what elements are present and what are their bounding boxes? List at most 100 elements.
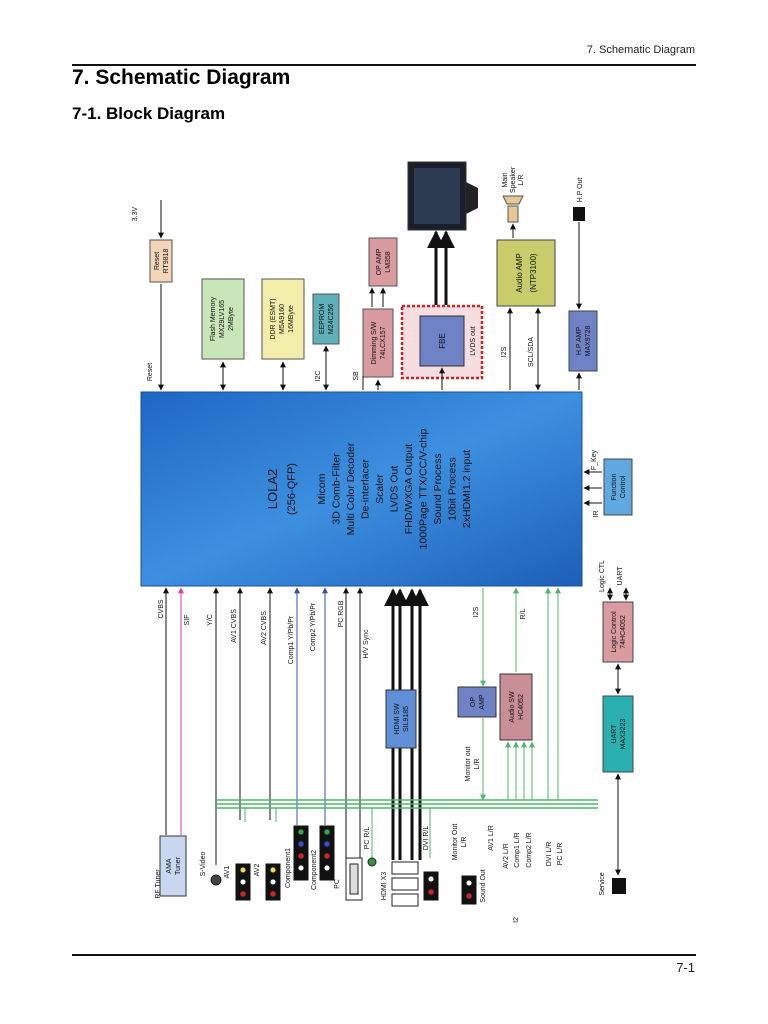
svg-text:LVDS out: LVDS out bbox=[470, 326, 477, 355]
svg-text:74LCX157: 74LCX157 bbox=[380, 326, 387, 359]
page-title: 7. Schematic Diagram bbox=[72, 66, 291, 89]
av2-lr-label: AV2 L/R bbox=[503, 843, 510, 869]
jack bbox=[297, 864, 305, 872]
page-number: 7-1 bbox=[676, 960, 695, 975]
svg-text:H.P AMP: H.P AMP bbox=[576, 327, 583, 356]
jack bbox=[239, 866, 247, 874]
hdmi-connector bbox=[391, 861, 419, 875]
jack bbox=[297, 828, 305, 836]
chip-feature: 2xHDMI1.2 input bbox=[461, 450, 473, 528]
footer-rule bbox=[72, 954, 696, 956]
logic-control-block: Logic Control 74HC4052 bbox=[602, 601, 634, 663]
jack bbox=[465, 879, 473, 887]
svg-text:EEPROM: EEPROM bbox=[319, 304, 326, 335]
svg-text:Reset: Reset bbox=[154, 252, 161, 270]
svg-text:2MByte: 2MByte bbox=[228, 307, 235, 331]
uart-block: UART MAX3223 bbox=[602, 695, 634, 773]
tv-panel-icon bbox=[407, 161, 478, 231]
speaker-icon bbox=[502, 195, 524, 223]
rf-tuner: AMA Tuner bbox=[159, 835, 187, 897]
uart-signal-label: UART bbox=[617, 566, 624, 586]
jack bbox=[269, 866, 277, 874]
audio-amp-block: Audio AMP (NTP3100) bbox=[496, 239, 556, 307]
monitor-out-lr-label: Monitor out bbox=[465, 746, 472, 781]
comp2-label: Comp2 Y/Pb/Pr bbox=[310, 602, 317, 651]
jack bbox=[323, 852, 331, 860]
chip-feature: Multi Color Decoder bbox=[345, 442, 357, 535]
svg-text:M24C256: M24C256 bbox=[328, 304, 335, 334]
svg-text:Main: Main bbox=[502, 172, 509, 187]
monitor-out-label: Monitor Out bbox=[452, 824, 459, 861]
av1-cvbs-label: AV1 CVBS bbox=[231, 609, 238, 643]
audio-switch-block: Audio SW HC4052 bbox=[499, 673, 533, 741]
hdmi-x3-label: HDMI X3 bbox=[381, 872, 388, 901]
svg-text:Service: Service bbox=[599, 872, 606, 895]
jack bbox=[427, 875, 435, 883]
green-audio-bus bbox=[215, 799, 598, 809]
hdmi-connector bbox=[391, 877, 419, 891]
chip-feature: De-interlacer bbox=[360, 458, 372, 519]
svg-text:H.P Out: H.P Out bbox=[577, 178, 584, 203]
component2-label: Component2 bbox=[311, 850, 318, 890]
hv-sync-label: H/V Sync bbox=[363, 629, 370, 659]
i2s-bottom-label: I2S bbox=[473, 606, 480, 617]
jack bbox=[323, 840, 331, 848]
svg-text:HDMI SW: HDMI SW bbox=[394, 703, 401, 735]
jack bbox=[297, 852, 305, 860]
main-speaker-label: Main Speaker L/R bbox=[502, 166, 525, 193]
pc-lr-label: PC L/R bbox=[557, 843, 564, 866]
av2-label: AV2 bbox=[254, 864, 261, 877]
i2s-top-label: I2S bbox=[501, 346, 508, 357]
jack bbox=[269, 878, 277, 886]
sb-label: SB bbox=[353, 371, 360, 381]
scl-sda-label: SCL/SDA bbox=[528, 337, 535, 367]
svg-text:Logic Control: Logic Control bbox=[611, 611, 618, 653]
chip-feature: 10bit Process bbox=[447, 457, 459, 521]
svg-text:16MByte: 16MByte bbox=[288, 305, 295, 333]
comp1-lr-label: Comp1 L/R bbox=[514, 832, 521, 867]
svg-text:MAX9728: MAX9728 bbox=[585, 326, 592, 357]
svg-text:FBE: FBE bbox=[438, 333, 447, 349]
comp1-label: Comp1 Y/Pb/Pr bbox=[288, 615, 295, 664]
op-amp-top-block: OP AMP LM358 bbox=[368, 237, 398, 287]
jack bbox=[323, 864, 331, 872]
svg-text:L/R: L/R bbox=[518, 175, 525, 186]
ddr-block: DDR (ESMT) M5A9160 16MByte bbox=[261, 278, 305, 360]
header-rule bbox=[72, 64, 696, 66]
svg-text:AMA: AMA bbox=[166, 858, 173, 874]
hdmi-switch-block: HDMI SW SIL9185 bbox=[385, 689, 417, 749]
hp-amp-block: H.P AMP MAX9728 bbox=[568, 310, 598, 372]
svg-text:M5A9160: M5A9160 bbox=[279, 304, 286, 334]
ir-label: IR bbox=[593, 511, 600, 518]
dimming-block: Dimming S/W 74LCX157 bbox=[362, 308, 394, 378]
input-connectors bbox=[210, 825, 477, 907]
svg-text:Flash Memory: Flash Memory bbox=[210, 296, 217, 341]
jack bbox=[323, 828, 331, 836]
chip-package: (256-QFP) bbox=[286, 463, 298, 515]
jack bbox=[269, 890, 277, 898]
lvds-group: FBE LVDS out bbox=[400, 304, 484, 380]
svg-text:Audio AMP: Audio AMP bbox=[515, 253, 524, 293]
svg-text:74HC4052: 74HC4052 bbox=[620, 615, 627, 649]
chip-feature: FHD/WXGA Output bbox=[403, 444, 415, 535]
hp-out-jack: H.P Out bbox=[573, 178, 585, 221]
yc-label: Y/C bbox=[207, 614, 214, 626]
svg-text:Tuner: Tuner bbox=[175, 856, 182, 875]
svg-text:Control: Control bbox=[620, 475, 627, 498]
svg-text:OP AMP: OP AMP bbox=[376, 248, 383, 275]
component1-label: Component1 bbox=[285, 848, 292, 888]
rl-label: R/L bbox=[520, 608, 527, 619]
svg-text:MX29LV165: MX29LV165 bbox=[219, 300, 226, 338]
svg-text:Speaker: Speaker bbox=[510, 166, 517, 193]
pc-label: PC bbox=[334, 879, 341, 889]
f-key-label: F_Key bbox=[591, 449, 598, 470]
running-header: 7. Schematic Diagram bbox=[586, 44, 695, 56]
flash-memory-block: Flash Memory MX29LV165 2MByte bbox=[201, 278, 245, 360]
svg-text:UART: UART bbox=[611, 724, 618, 744]
rf-tuner-label: RF Tuner bbox=[155, 869, 162, 899]
logic-ctl-label: Logic CTL bbox=[599, 560, 606, 592]
chip-feature: Sound Process bbox=[432, 453, 444, 524]
svg-text:Audio SW: Audio SW bbox=[509, 691, 516, 723]
